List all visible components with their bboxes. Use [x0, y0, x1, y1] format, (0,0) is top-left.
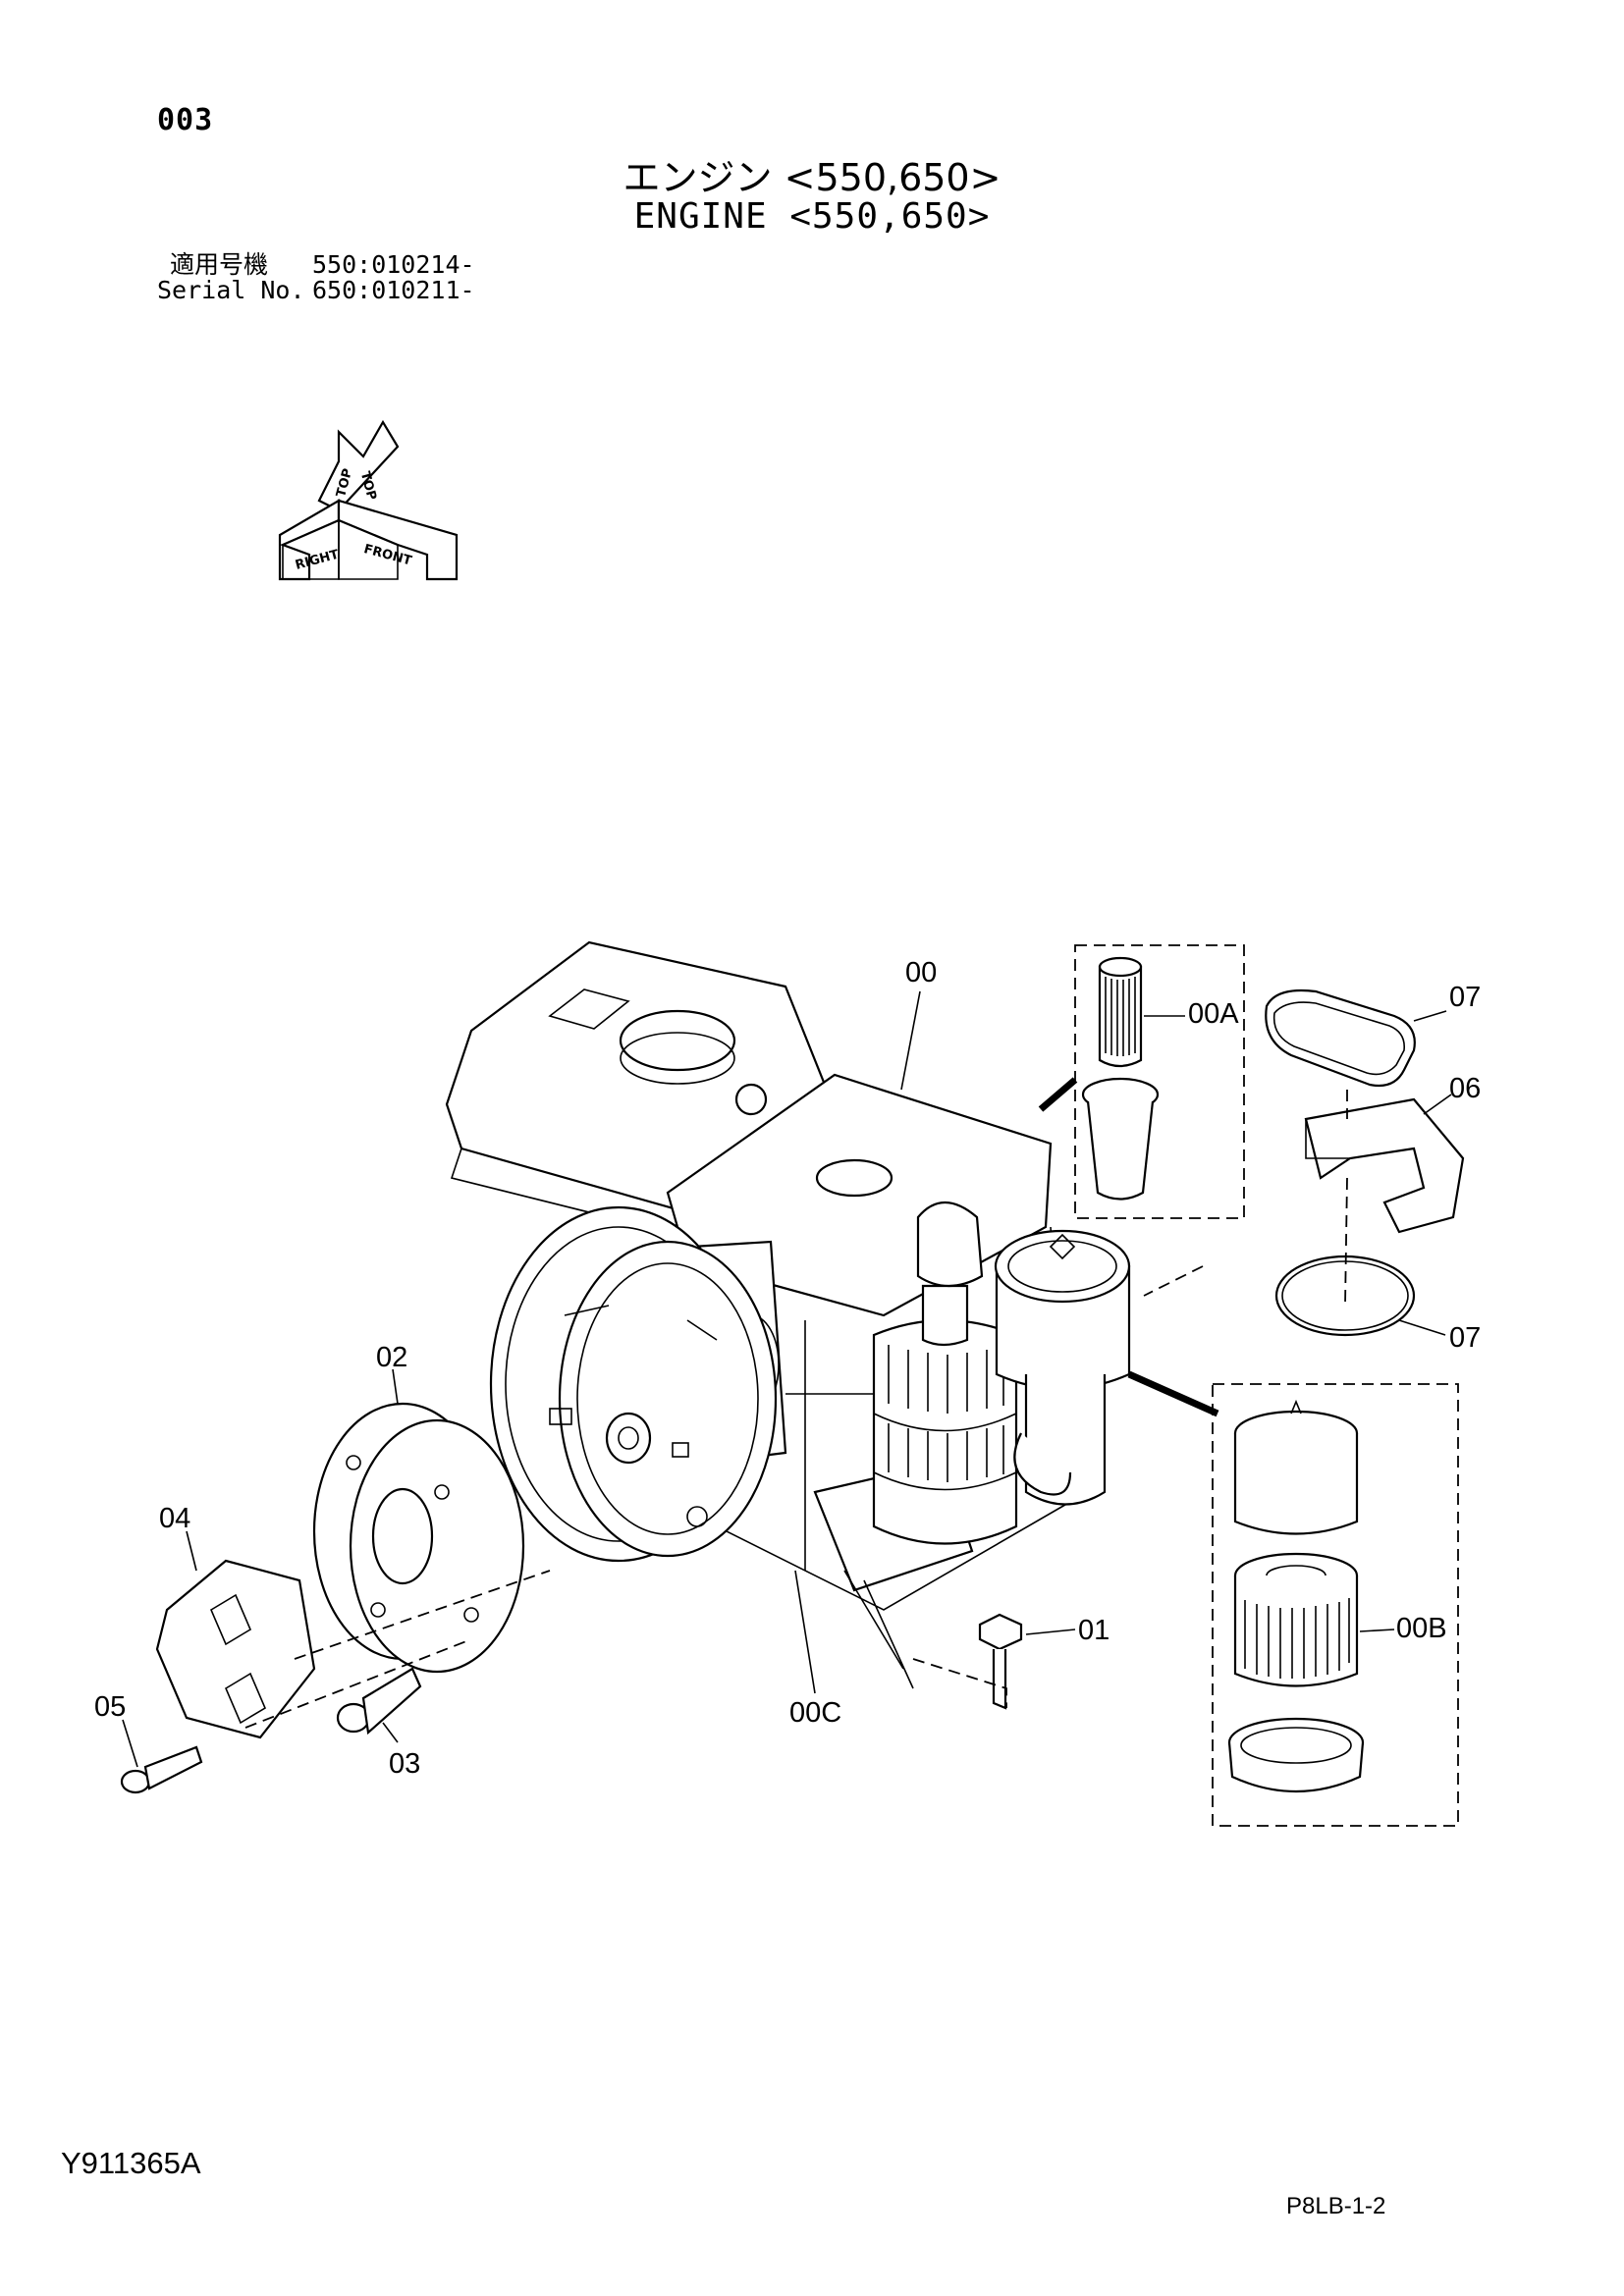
page-number: 003: [157, 103, 214, 137]
bolt-03: [336, 1667, 422, 1735]
bracket-06: [1304, 1097, 1465, 1234]
serial-label-english: Serial No.: [157, 276, 305, 304]
leader-lines: [122, 990, 1452, 1768]
serial-range-650: 650:010211-: [312, 276, 475, 304]
callout-00C: 00C: [789, 1697, 841, 1729]
kit-box-00B: [1212, 1383, 1459, 1827]
callout-00A: 00A: [1188, 998, 1239, 1030]
orientation-top-label-right: TOP: [357, 470, 379, 502]
fuel-filter-cup: [1081, 1077, 1160, 1201]
serial-range-550: 550:010214-: [312, 250, 475, 279]
air-filter-ring: [1227, 1717, 1365, 1793]
coupling-flange: [312, 1402, 525, 1674]
page-title-japanese: エンジン <550,650>: [623, 156, 1001, 199]
callout-00B: 00B: [1396, 1613, 1447, 1644]
orientation-indicator: TOP TOP RIGHT FRONT: [278, 419, 459, 581]
callout-06: 06: [1449, 1073, 1481, 1104]
callout-02: 02: [376, 1342, 407, 1373]
flywheel: [489, 1205, 778, 1563]
gasket-07-top: [1265, 988, 1416, 1088]
air-filter-element: [1233, 1552, 1359, 1687]
callout-00: 00: [905, 957, 937, 988]
rubber-coupling: [155, 1559, 316, 1739]
callout-07-bottom: 07: [1449, 1322, 1481, 1354]
orientation-top-label-left: TOP: [334, 467, 355, 499]
callout-07-top: 07: [1449, 982, 1481, 1013]
serial-label-japanese: 適用号機: [170, 250, 269, 279]
bolt-01: [978, 1613, 1023, 1710]
bolt-05: [120, 1745, 203, 1794]
sheet-code: P8LB-1-2: [1286, 2193, 1386, 2219]
callout-01: 01: [1078, 1615, 1110, 1646]
air-filter-cap: [1233, 1399, 1359, 1535]
callout-04: 04: [159, 1503, 190, 1534]
page-title-english: ENGINE <550,650>: [633, 196, 991, 237]
muffler: [994, 1229, 1131, 1506]
air-cleaner: [872, 1201, 1018, 1545]
fuel-filter-element: [1098, 956, 1143, 1068]
document-code: Y911365A: [61, 2146, 201, 2180]
callout-05: 05: [94, 1691, 126, 1723]
callout-03: 03: [389, 1748, 420, 1780]
